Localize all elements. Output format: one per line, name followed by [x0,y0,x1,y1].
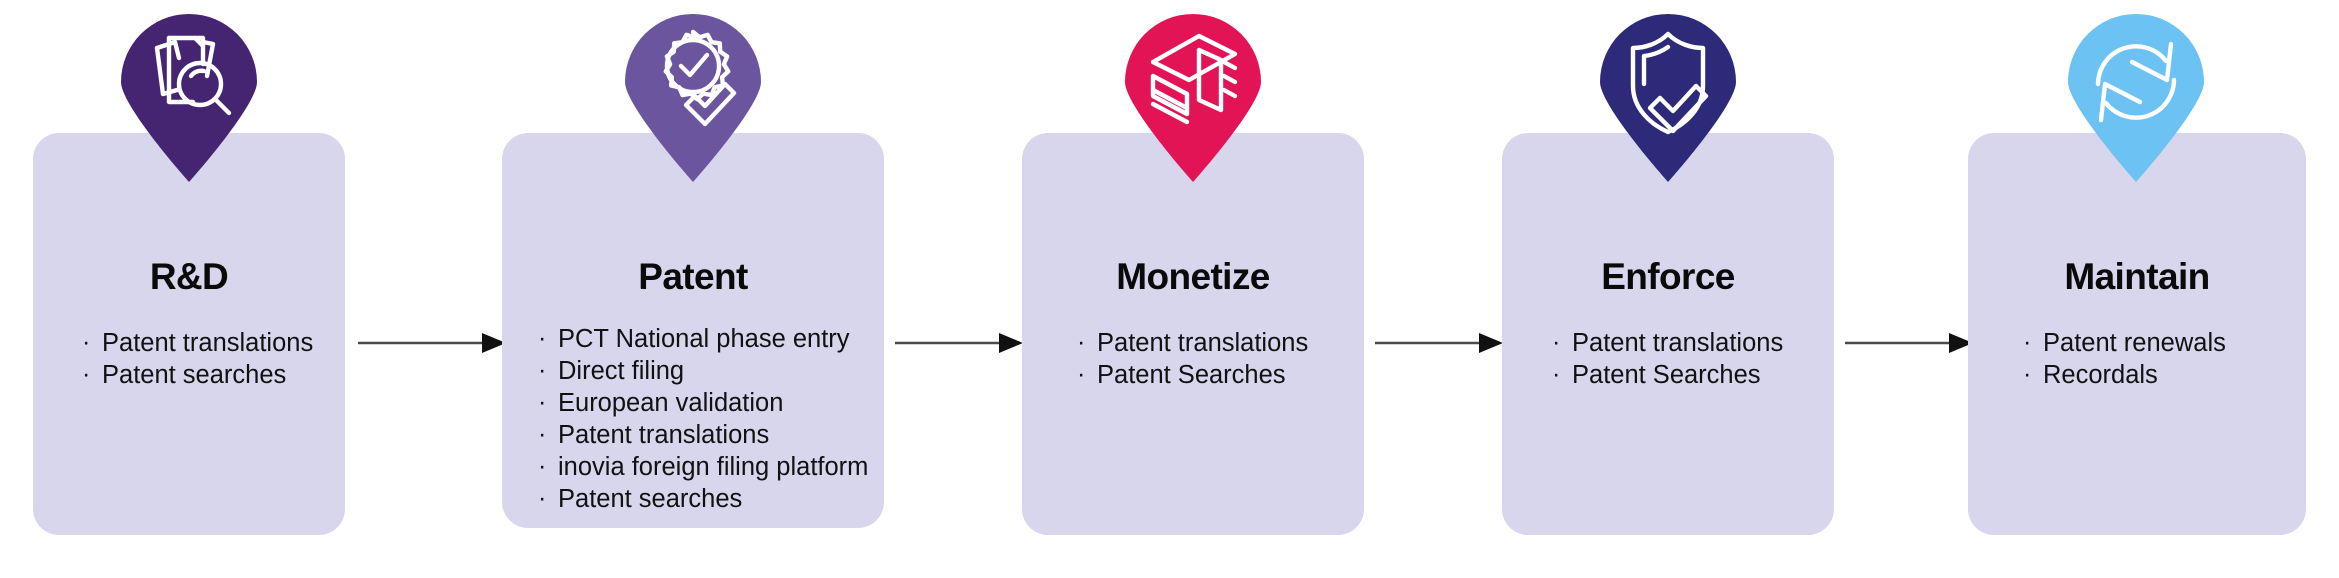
stage-list-maintain: Patent renewals Recordals [2021,326,2226,391]
stage-list-enforce: Patent translations Patent Searches [1550,326,1783,391]
list-item: Patent searches [80,358,313,391]
connector-enforce-to-maintain [1845,330,1973,356]
list-item: Patent searches [536,482,868,515]
connector-patent-to-monetize [895,330,1023,356]
list-item: Recordals [2021,358,2226,391]
list-item: inovia foreign filing platform [536,450,868,483]
stage-card-patent[interactable]: Patent PCT National phase entry Direct f… [502,133,884,528]
stage-card-monetize[interactable]: Monetize Patent translations Patent Sear… [1022,133,1364,535]
money-stack-icon [1150,33,1238,125]
stage-title-enforce: Enforce [1601,256,1735,297]
list-item: PCT National phase entry [536,322,868,355]
stage-card-enforce[interactable]: Enforce Patent translations Patent Searc… [1502,133,1834,535]
stage-card-rd[interactable]: R&D Patent translations Patent searches [33,133,345,535]
stage-card-maintain[interactable]: Maintain Patent renewals Recordals [1968,133,2306,535]
stage-title-maintain: Maintain [2064,256,2210,297]
stage-title-patent: Patent [638,256,748,297]
stage-list-monetize: Patent translations Patent Searches [1075,326,1308,391]
shield-check-icon [1630,31,1709,135]
list-item: European validation [536,386,868,419]
stage-list-patent: PCT National phase entry Direct filing E… [536,322,868,515]
list-item: Direct filing [536,354,868,387]
list-item: Patent translations [1075,326,1308,359]
stage-title-rd: R&D [149,256,229,297]
list-item: Patent Searches [1550,358,1783,391]
list-item: Patent translations [536,418,868,451]
stage-title-monetize: Monetize [1116,256,1270,297]
certified-badge-check-icon [663,29,737,127]
connector-monetize-to-enforce [1375,330,1503,356]
list-item: Patent translations [1550,326,1783,359]
list-item: Patent Searches [1075,358,1308,391]
list-item: Patent translations [80,326,313,359]
connector-rd-to-patent [358,330,506,356]
stage-list-rd: Patent translations Patent searches [80,326,313,391]
refresh-cycle-icon [2095,41,2177,123]
documents-magnifier-icon [154,35,232,116]
list-item: Patent renewals [2021,326,2226,359]
